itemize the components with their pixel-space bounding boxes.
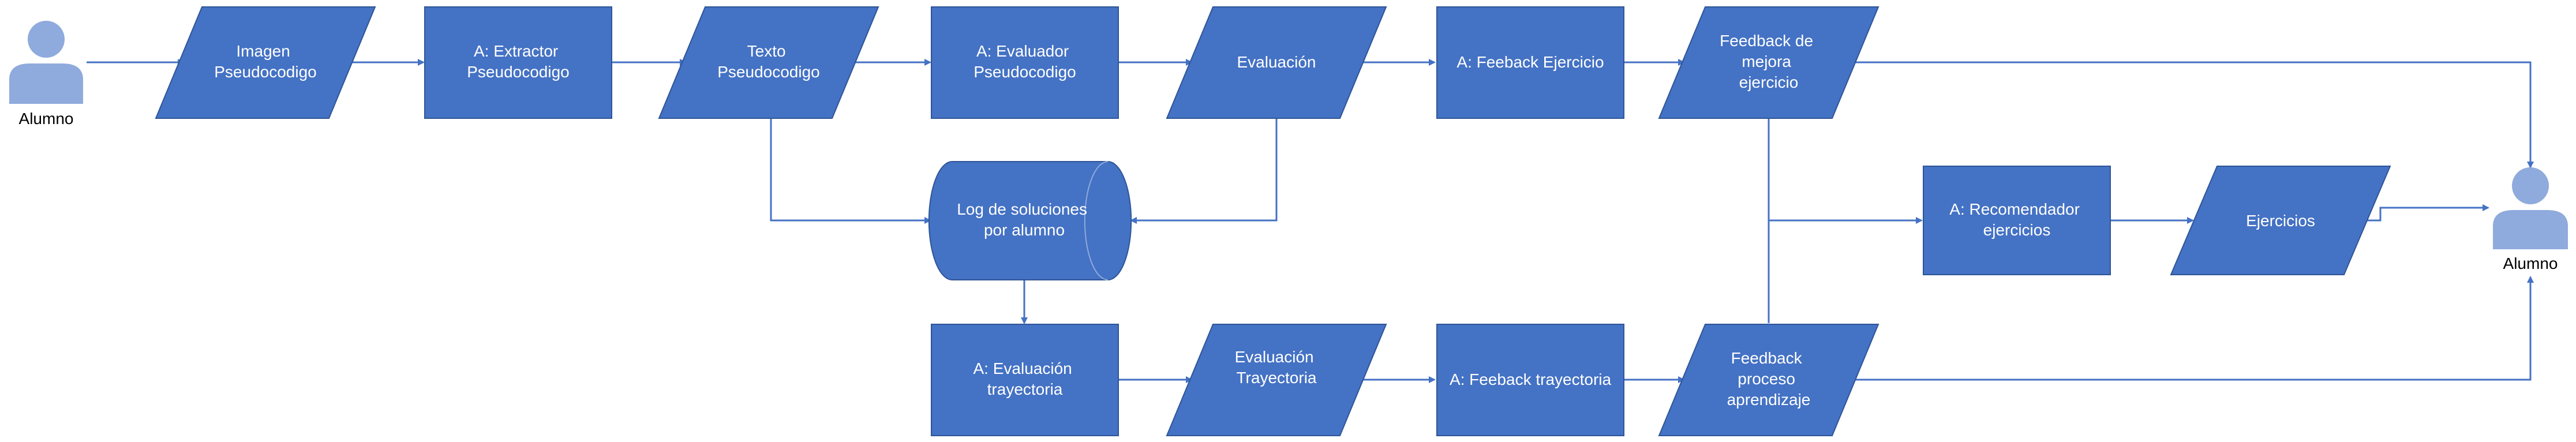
node-line: trayectoria xyxy=(987,380,1063,398)
svg-text:A: Feeback Ejercicio: A: Feeback Ejercicio xyxy=(1457,53,1604,71)
svg-text:Texto Pseudocodigo: Texto Pseudocodigo xyxy=(717,42,819,81)
edge-feedback-proceso-to-alumno xyxy=(1852,276,2534,381)
node-line: Trayectoria xyxy=(1236,369,1316,387)
svg-text:Feedback de mejora: Feedback de mejora ejercicio xyxy=(1720,32,1818,91)
node-feedback-mejora-ejercicio: Feedback de mejora ejercicio xyxy=(1658,6,1879,119)
node-texto-pseudocodigo: Texto Pseudocodigo xyxy=(658,6,879,119)
edges xyxy=(87,59,2534,383)
node-feedback-ejercicio: A: Feeback Ejercicio xyxy=(1436,6,1624,119)
node-evaluacion-trayectoria-agent: A: Evaluación trayectoria xyxy=(931,324,1119,436)
node-line: Feedback de xyxy=(1720,32,1813,50)
person-icon xyxy=(9,21,83,104)
edge-feedback-mejora-to-alumno xyxy=(1852,61,2534,168)
node-line: aprendizaje xyxy=(1727,391,1811,409)
actor-label: Alumno xyxy=(2503,254,2558,272)
node-line: A: Evaluador xyxy=(976,42,1069,60)
svg-text:Ejercicios: Ejercicios xyxy=(2246,212,2315,230)
svg-text:A: Evaluador Pseudocodig: A: Evaluador Pseudocodigo xyxy=(974,42,1076,81)
node-line: Evaluación xyxy=(1235,348,1314,366)
node-feedback-proceso-aprendizaje: Feedback proceso aprendizaje xyxy=(1658,324,1879,436)
svg-text:Evaluación Trayec: Evaluación Trayectoria xyxy=(1235,348,1319,387)
node-line: A: Recomendador xyxy=(1949,200,2080,218)
svg-text:A: Feeback trayectoria: A: Feeback trayectoria xyxy=(1450,370,1612,388)
svg-text:A: Evaluación trayectori: A: Evaluación trayectoria xyxy=(974,359,1077,398)
actor-label: Alumno xyxy=(19,110,74,128)
node-line: Pseudocodigo xyxy=(974,63,1076,81)
edge-ejercicios-to-alumno xyxy=(2366,204,2489,222)
node-line: Evaluación xyxy=(1237,53,1316,71)
node-extractor-pseudocodigo: A: Extractor Pseudocodigo xyxy=(424,6,612,119)
actor-alumno-end: Alumno xyxy=(2493,167,2568,272)
node-line: A: Feeback trayectoria xyxy=(1450,370,1612,388)
node-line: A: Evaluación xyxy=(974,359,1072,377)
actor-alumno-start: Alumno xyxy=(9,21,83,128)
cylinder-edge xyxy=(1084,161,1109,280)
node-line: Pseudocodigo xyxy=(467,63,569,81)
node-line: ejercicio xyxy=(1739,73,1799,91)
node-line: Texto xyxy=(747,42,786,60)
svg-text:Imagen Pseudocodigo: Imagen Pseudocodigo xyxy=(214,42,316,81)
node-line: Ejercicios xyxy=(2246,212,2315,230)
node-evaluador-pseudocodigo: A: Evaluador Pseudocodigo xyxy=(931,6,1119,119)
node-line: Imagen xyxy=(236,42,290,60)
node-line: A: Extractor xyxy=(474,42,558,60)
node-line: Feedback xyxy=(1731,349,1803,367)
svg-text:A: Extractor Pseudocodig: A: Extractor Pseudocodigo xyxy=(467,42,569,81)
node-ejercicios: Ejercicios xyxy=(2170,166,2391,275)
svg-text:Evaluación: Evaluación xyxy=(1237,53,1316,71)
node-recomendador-ejercicios: A: Recomendador ejercicios xyxy=(1923,166,2111,275)
svg-text:Feedback proceso a: Feedback proceso aprendizaje xyxy=(1727,349,1811,409)
node-line: ejercicios xyxy=(1983,221,2051,239)
svg-text:A: Recomendador ejercici: A: Recomendador ejercicios xyxy=(1949,200,2084,239)
node-feedback-trayectoria: A: Feeback trayectoria xyxy=(1436,324,1624,436)
edge-evaluacion-to-log xyxy=(1130,118,1278,224)
edge-texto-to-log xyxy=(770,118,931,224)
node-evaluacion-trayectoria: Evaluación Trayectoria xyxy=(1166,324,1387,436)
node-log-soluciones: Log de soluciones por alumno xyxy=(928,161,1132,280)
svg-text:Log de soluciones por al: Log de soluciones por alumno xyxy=(957,200,1092,239)
node-evaluacion: Evaluación xyxy=(1166,6,1387,119)
person-icon xyxy=(2493,167,2568,249)
node-line: por alumno xyxy=(984,221,1065,239)
node-line: mejora xyxy=(1742,53,1791,70)
node-line: Pseudocodigo xyxy=(717,63,819,81)
node-line: A: Feeback Ejercicio xyxy=(1457,53,1604,71)
node-line: proceso xyxy=(1738,370,1795,388)
node-line: Pseudocodigo xyxy=(214,63,316,81)
node-imagen-pseudocodigo: Imagen Pseudocodigo xyxy=(155,6,376,119)
node-line: Log de soluciones xyxy=(957,200,1087,218)
